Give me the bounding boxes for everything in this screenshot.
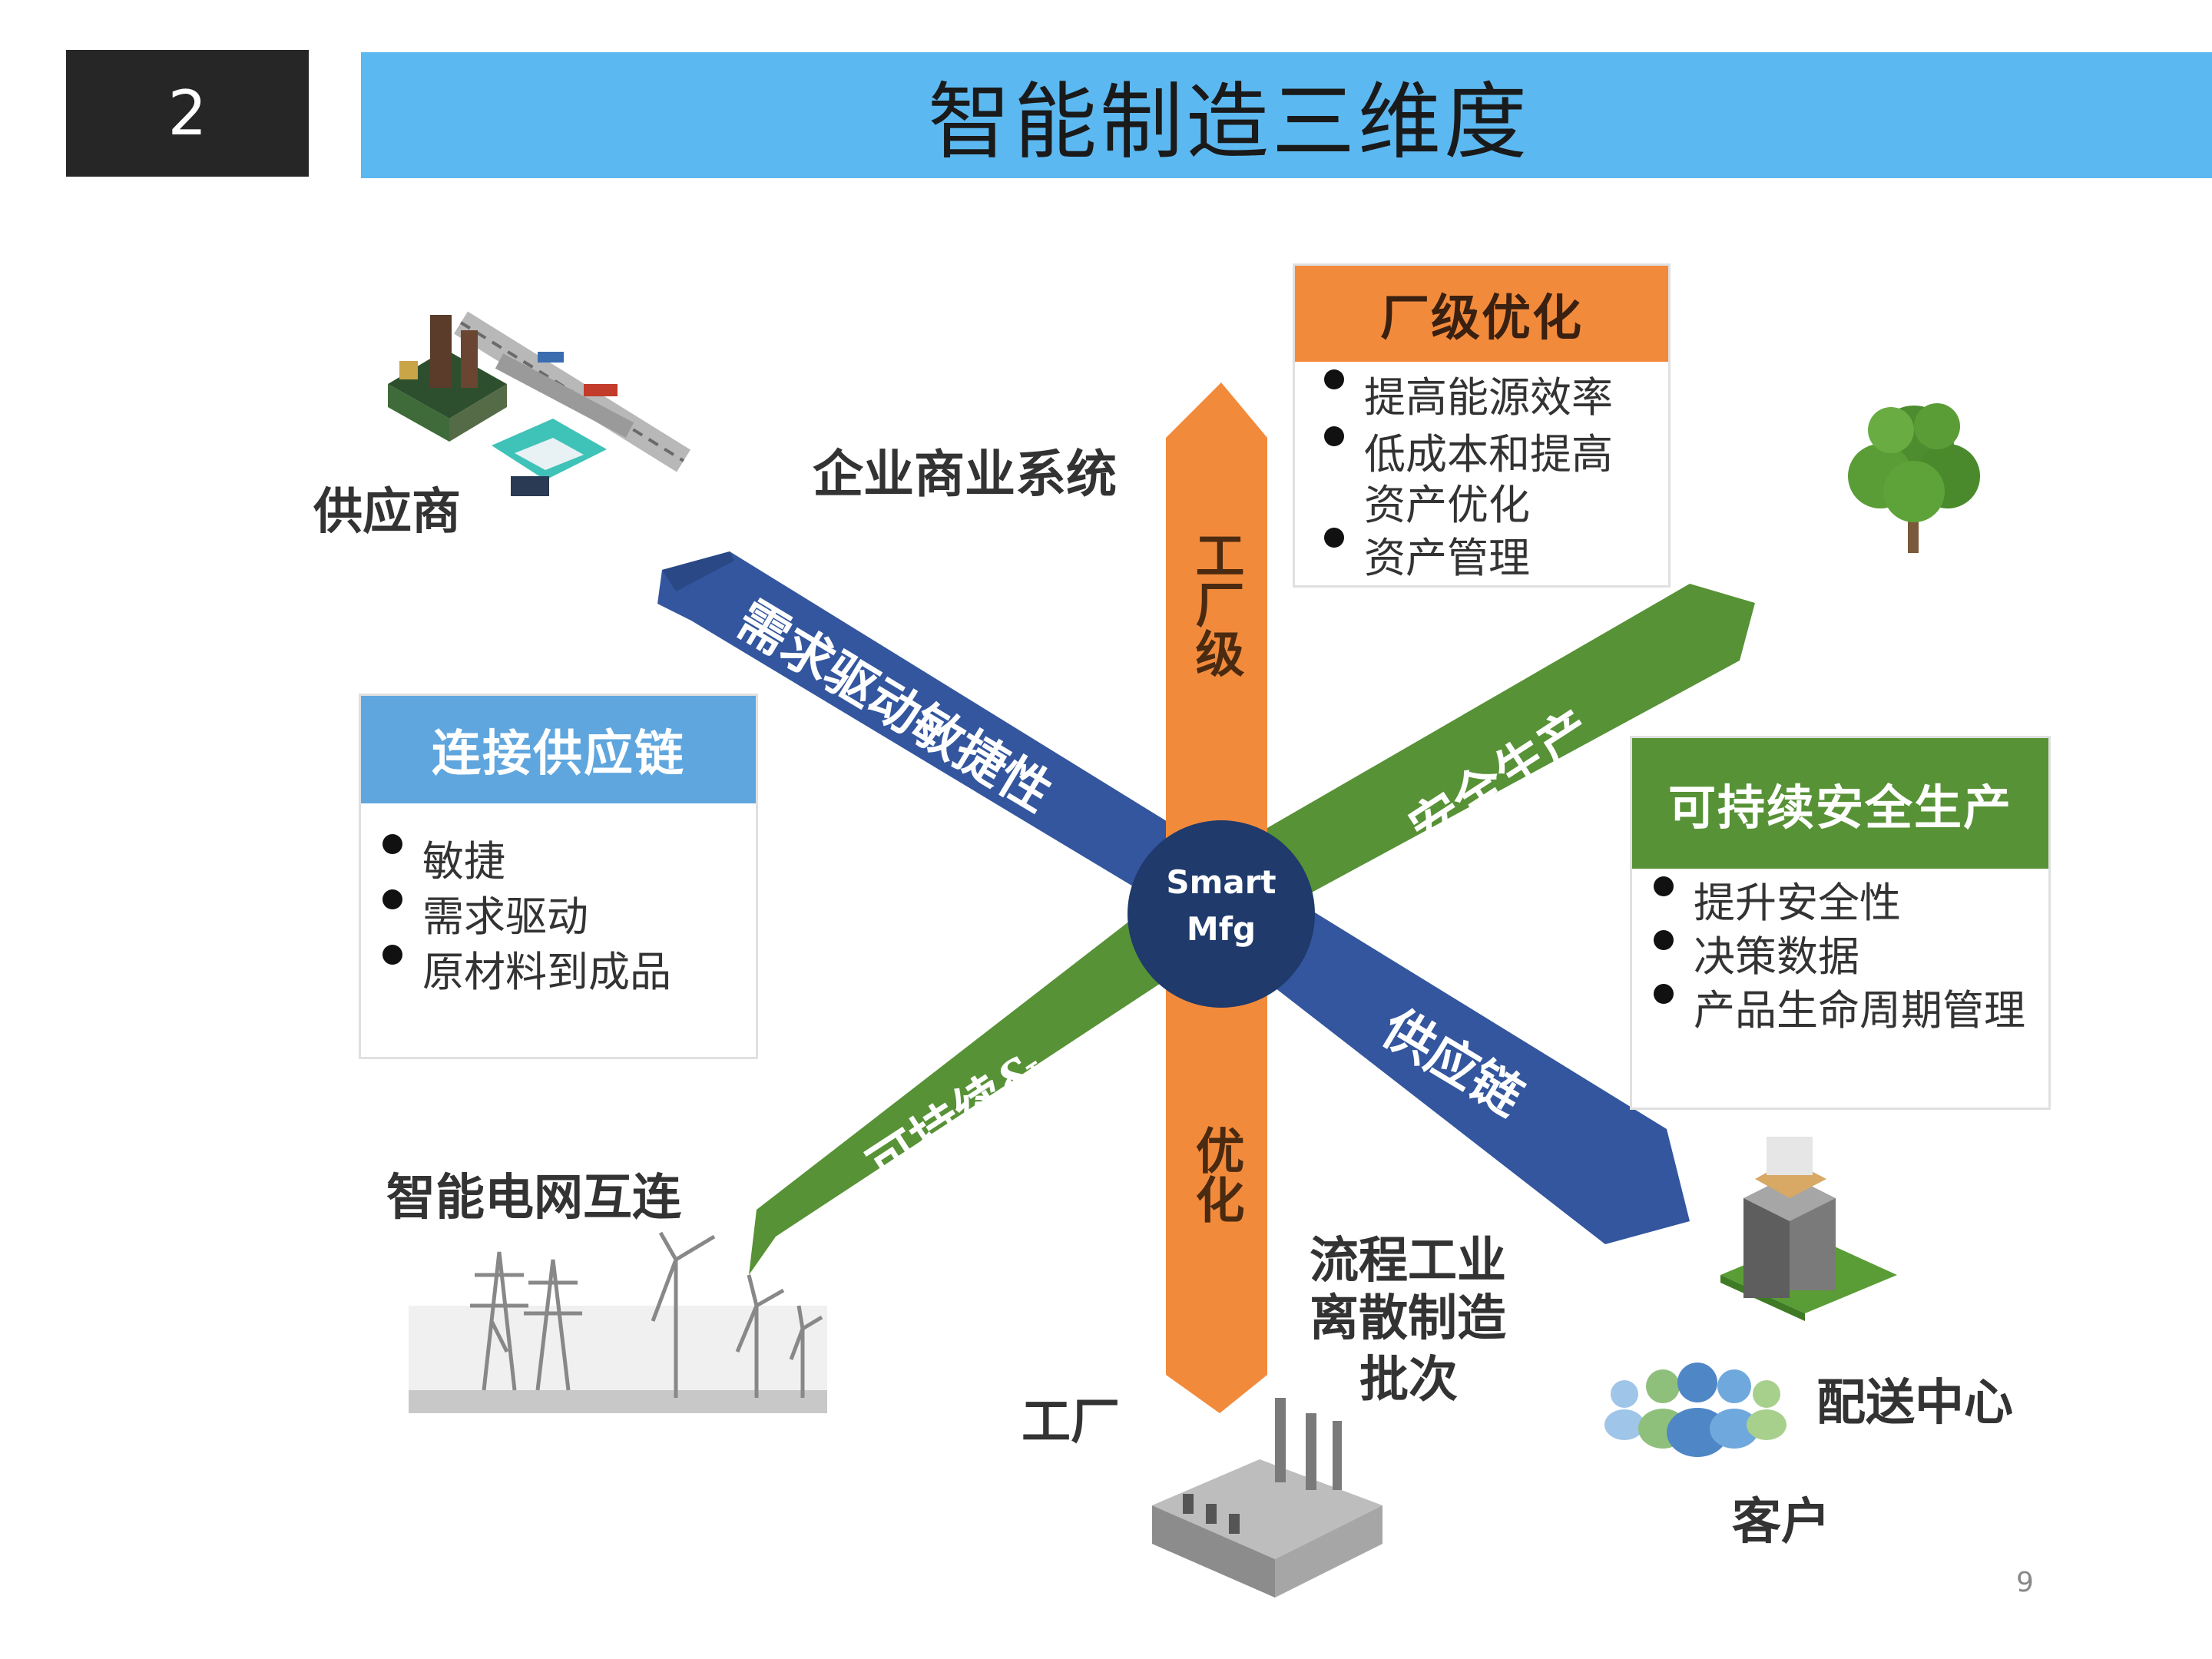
- arrow-text-vertical-top: 工厂级: [1187, 530, 1245, 677]
- center-circle: [1128, 820, 1315, 1008]
- label-factory: 工厂: [1022, 1393, 1120, 1451]
- slide-footer-number: 9: [2016, 1567, 2034, 1598]
- plant-box-list: 提高能源效率 低成本和提高 资产优化 资产管理: [1295, 362, 1668, 589]
- label-batch: 批次: [1359, 1351, 1458, 1409]
- plant-optimization-box: 厂级优化 提高能源效率 低成本和提高 资产优化 资产管理: [1293, 263, 1671, 588]
- label-supplier: 供应商: [313, 483, 461, 541]
- power-grid-icon: [409, 1231, 827, 1413]
- label-process-industry: 流程工业: [1310, 1232, 1506, 1290]
- list-item: 决策数据: [1654, 930, 2048, 984]
- page-number: 2: [66, 50, 309, 177]
- arrow-text-vertical-bottom: 优化: [1187, 1125, 1245, 1224]
- center-line1: Smart: [1166, 863, 1276, 901]
- list-item: 低成本和提高: [1324, 426, 1668, 483]
- list-item: 需求驱动: [382, 889, 756, 945]
- label-enterprise-system: 企业商业系统: [813, 444, 1117, 504]
- list-item: 原材料到成品: [382, 945, 756, 1000]
- blue-arrow-up-left: [657, 551, 1221, 916]
- blue-arrow-down-right: [1183, 855, 1690, 1244]
- tree-icon: [1848, 403, 1980, 553]
- list-item: 资产管理: [1324, 528, 1668, 589]
- list-item: 提高能源效率: [1324, 369, 1668, 426]
- green-arrow-down-left: [749, 868, 1237, 1275]
- center-line2: Mfg: [1187, 910, 1256, 948]
- supply-box-title: 连接供应链: [361, 696, 756, 803]
- customer-people-icon: [1604, 1363, 1786, 1457]
- sustain-box-title: 可持续安全生产: [1632, 738, 2048, 869]
- plant-box-title: 厂级优化: [1295, 266, 1668, 362]
- label-discrete-mfg: 离散制造: [1310, 1290, 1506, 1347]
- factory-icon: [1152, 1398, 1382, 1598]
- sustain-box: 可持续安全生产 提升安全性 决策数据 产品生命周期管理: [1630, 736, 2051, 1110]
- label-customer: 客户: [1732, 1493, 1830, 1551]
- supply-chain-box: 连接供应链 敏捷 需求驱动 原材料到成品: [359, 694, 758, 1059]
- list-item: 提升安全性: [1654, 876, 2048, 930]
- distribution-center-icon: [1720, 1137, 1897, 1321]
- label-smart-grid: 智能电网互连: [386, 1169, 681, 1227]
- arrow-text-blue-upper: 需求驱动敏捷性: [727, 589, 1062, 823]
- green-arrow-up-right: [1198, 584, 1755, 933]
- list-item: 产品生命周期管理: [1654, 984, 2048, 1038]
- sustain-box-list: 提升安全性 决策数据 产品生命周期管理: [1632, 869, 2048, 1038]
- slide-title: 智能制造三维度: [927, 75, 1530, 171]
- supplier-factory-icon: [388, 311, 690, 496]
- slide-title-bar: 智能制造三维度: [361, 52, 2212, 178]
- list-item-continued: 资产优化: [1364, 481, 1530, 529]
- list-item: 敏捷: [382, 834, 756, 889]
- supply-box-list: 敏捷 需求驱动 原材料到成品: [361, 803, 756, 1000]
- label-distribution-center: 配送中心: [1816, 1374, 2013, 1432]
